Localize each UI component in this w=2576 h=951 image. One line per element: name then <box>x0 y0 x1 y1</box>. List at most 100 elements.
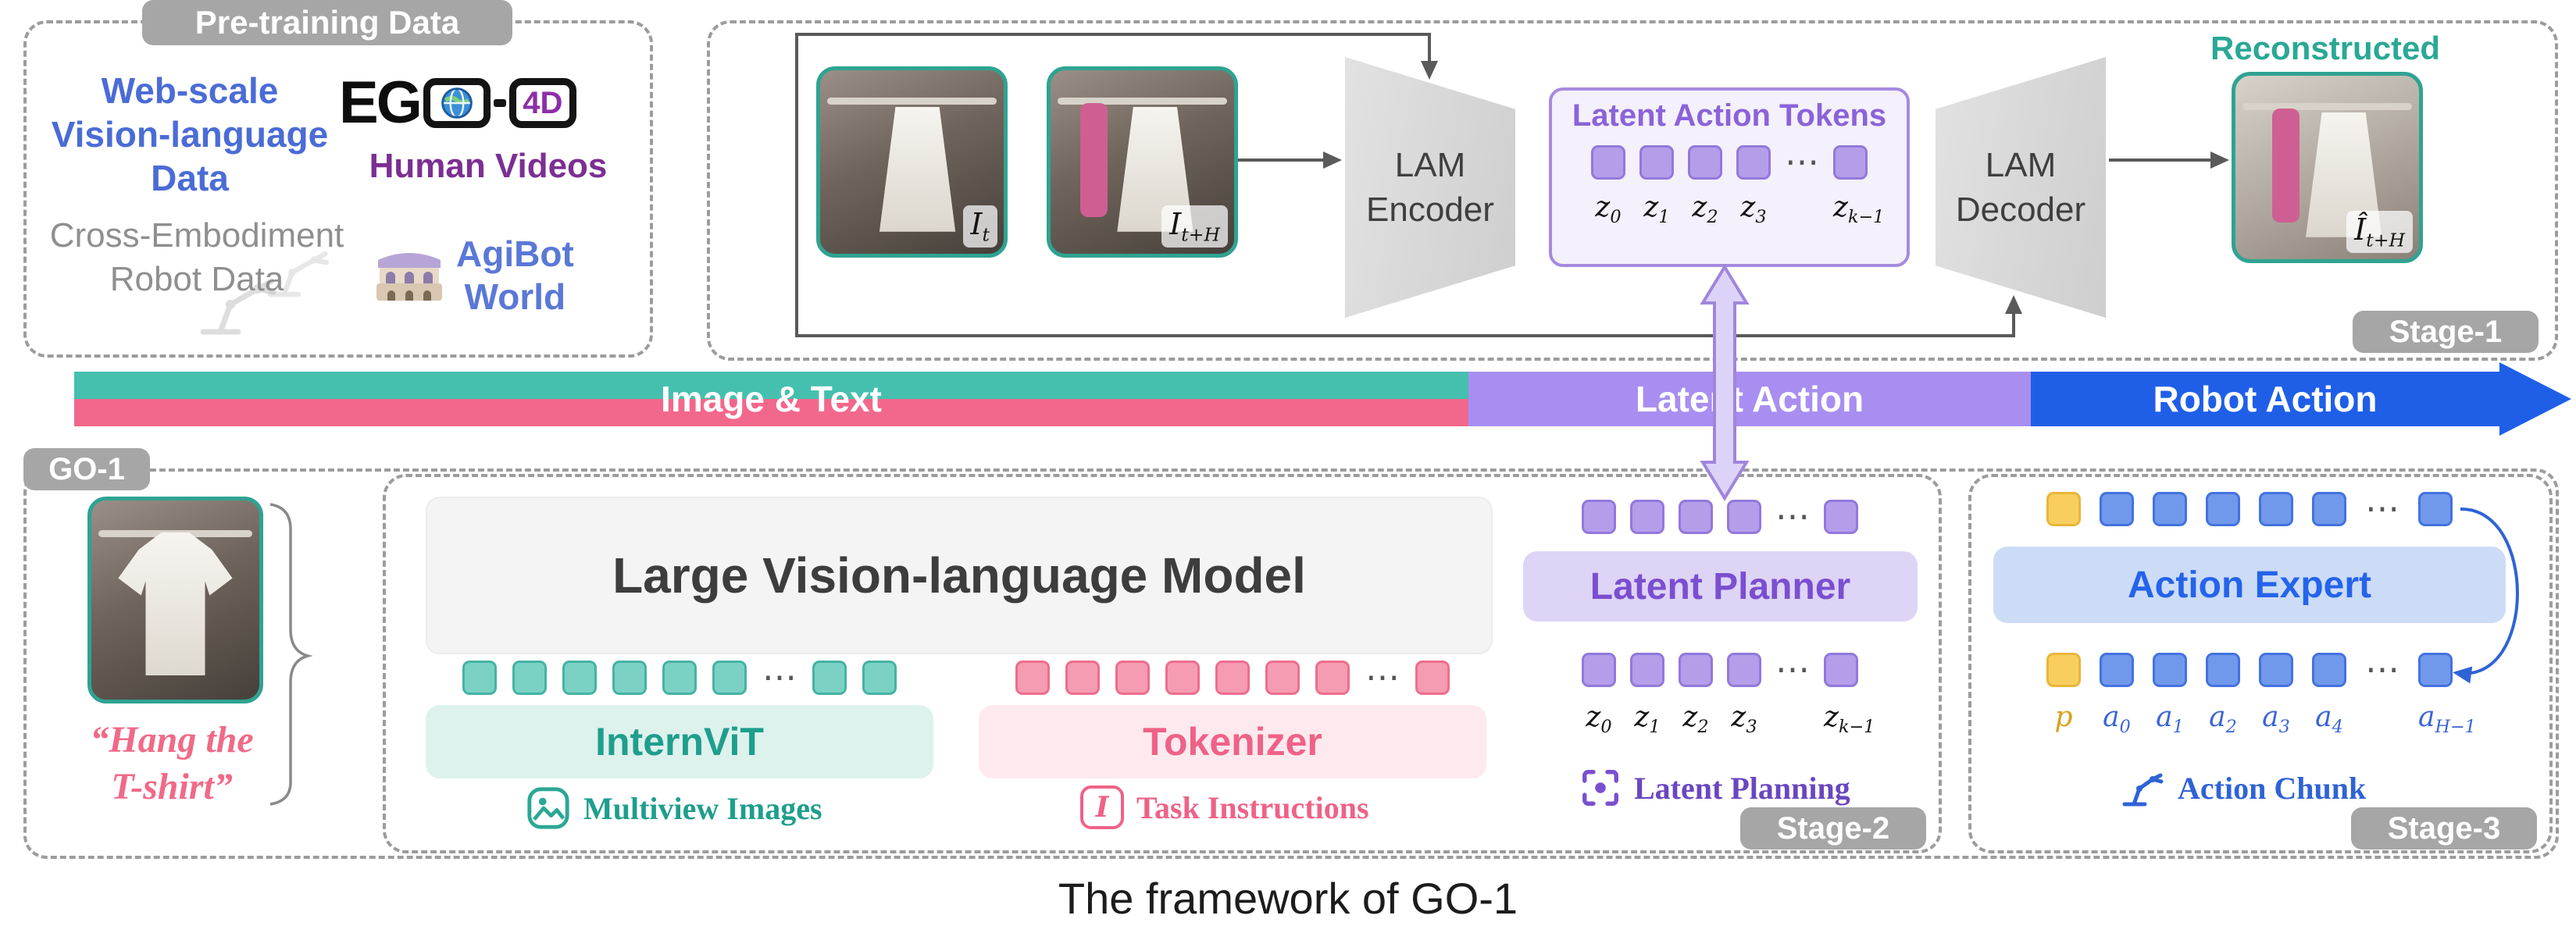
math-label-z2: z2 <box>1682 701 1709 738</box>
ego4d-4d-text: 4D <box>523 85 563 120</box>
text-token-row: ⋯ <box>1015 661 1450 695</box>
latent-token <box>1824 653 1858 687</box>
action-token <box>2153 492 2187 526</box>
text-token <box>1015 661 1050 695</box>
action-token <box>2100 653 2134 687</box>
latent-planning-label: Latent Planning <box>1634 770 1850 806</box>
math-label-aH: aH−1 <box>2418 701 2476 738</box>
latent-token <box>1833 145 1868 180</box>
math-label-a0: a0 <box>2103 701 2131 738</box>
timeline-image-text-segment: Image & Text <box>74 372 1468 426</box>
photo-icon <box>527 787 569 829</box>
vision-token <box>862 661 897 695</box>
text-token <box>1115 661 1150 695</box>
proprio-token <box>2046 492 2081 526</box>
action-token <box>2418 492 2453 526</box>
garment-shape <box>2272 109 2300 223</box>
action-expert-label: Action Expert <box>2127 564 2372 606</box>
figure-caption: The framework of GO-1 <box>1058 874 1518 923</box>
multiview-label: Multiview Images <box>583 790 822 826</box>
action-token <box>2206 492 2240 526</box>
latent-token <box>1824 500 1858 534</box>
math-label-z3: z3 <box>1740 191 1767 228</box>
latent-planner-panel: Latent Planner <box>1523 551 1918 622</box>
colosseum-icon <box>376 253 442 301</box>
ego4d-text: EG <box>339 69 423 136</box>
tshirt-observation <box>87 497 263 703</box>
vision-token <box>462 661 497 695</box>
math-label-zk: zk−1 <box>1833 191 1885 228</box>
ego4d-logo: EG 4D <box>339 73 576 133</box>
latent-token <box>1639 145 1674 180</box>
math-label-z3: z3 <box>1731 701 1757 738</box>
ellipsis: ⋯ <box>1775 650 1810 689</box>
ellipsis: ⋯ <box>1785 143 1819 181</box>
latent-token <box>1630 500 1664 534</box>
math-label-z0: z0 <box>1586 701 1612 738</box>
observation-frame-t-plus-h: It+H <box>1047 66 1238 258</box>
math-label-a3: a3 <box>2262 701 2290 738</box>
stage3-box <box>1968 474 2553 853</box>
math-label-a1: a1 <box>2156 701 2184 738</box>
globe-icon <box>441 87 473 119</box>
ellipsis: ⋯ <box>1775 497 1810 536</box>
task-instructions-caption: I Task Instructions <box>1080 785 1369 829</box>
timeline-robot-action-segment: Robot Action <box>2031 372 2499 426</box>
math-label-z0: z0 <box>1595 191 1622 228</box>
stage1-box <box>707 20 2558 361</box>
stage3-badge: Stage-3 <box>2351 807 2537 849</box>
math-label-z1: z1 <box>1643 191 1670 228</box>
math-label-a4: a4 <box>2315 701 2343 738</box>
planner-token-row-top: ⋯ <box>1582 500 1858 534</box>
closet-rod <box>2242 103 2412 111</box>
timeline-robot-action-label: Robot Action <box>2153 379 2378 419</box>
glasses-bridge-icon <box>493 99 506 107</box>
garment-shape <box>879 107 956 232</box>
action-expert-panel: Action Expert <box>1993 547 2506 623</box>
cross-embodiment-label: Cross-Embodiment Robot Data <box>49 216 344 299</box>
stage1-badge: Stage-1 <box>2353 311 2539 353</box>
action-token-labels: p a0 a1 a2 a3 a4 aH−1 <box>2046 701 2476 738</box>
text-token <box>1415 661 1450 695</box>
vision-token <box>562 661 597 695</box>
lvlm-panel: Large Vision-language Model <box>426 497 1493 654</box>
web-scale-data-label: Web-scale Vision-language Data <box>51 70 329 199</box>
latent-planner-label: Latent Planner <box>1589 565 1851 607</box>
planner-token-labels: z0 z1 z2 z3 zk−1 <box>1582 701 1875 738</box>
tshirt-shape <box>118 532 233 676</box>
text-token <box>1265 661 1300 695</box>
pretraining-badge: Pre-training Data <box>142 0 512 45</box>
stage2-badge: Stage-2 <box>1740 807 1926 849</box>
vision-token <box>512 661 547 695</box>
ellipsis: ⋯ <box>2365 490 2399 528</box>
latent-token <box>1591 145 1625 180</box>
text-token <box>1315 661 1350 695</box>
action-token <box>2259 653 2293 687</box>
ego4d-4d-lens: 4D <box>508 78 576 128</box>
text-token <box>1215 661 1250 695</box>
latent-token-labels: z0 z1 z2 z3 zk−1 <box>1591 191 1885 228</box>
agibot-world: AgiBot World <box>373 233 574 319</box>
action-token <box>2418 653 2453 687</box>
ego4d-globe-lens <box>423 78 491 128</box>
action-token-row-bottom: ⋯ <box>2046 653 2453 687</box>
ellipsis: ⋯ <box>2365 650 2399 689</box>
math-label-zk: zk−1 <box>1824 701 1875 738</box>
action-token <box>2312 653 2346 687</box>
reconstructed-label: Reconstructed <box>2210 30 2441 66</box>
timeline-teal-stripe <box>74 372 1468 399</box>
latent-token <box>1688 145 1722 180</box>
action-token <box>2259 492 2293 526</box>
go1-badge: GO-1 <box>23 448 150 490</box>
latent-action-tokens-box: Latent Action Tokens ⋯ z0 z1 z2 z3 zk−1 <box>1549 87 1910 267</box>
vision-token <box>612 661 647 695</box>
timeline-pink-stripe <box>74 399 1468 426</box>
timeline-image-text-label: Image & Text <box>661 379 882 419</box>
go1-box <box>23 468 2559 859</box>
timeline-latent-action-label: Latent Action <box>1635 379 1864 419</box>
frame-th-label: It+H <box>1161 205 1228 248</box>
timeline-arrowhead-icon <box>2499 362 2571 436</box>
latent-token <box>1679 653 1713 687</box>
lam-encoder-label: LAM Encoder <box>1366 145 1494 229</box>
